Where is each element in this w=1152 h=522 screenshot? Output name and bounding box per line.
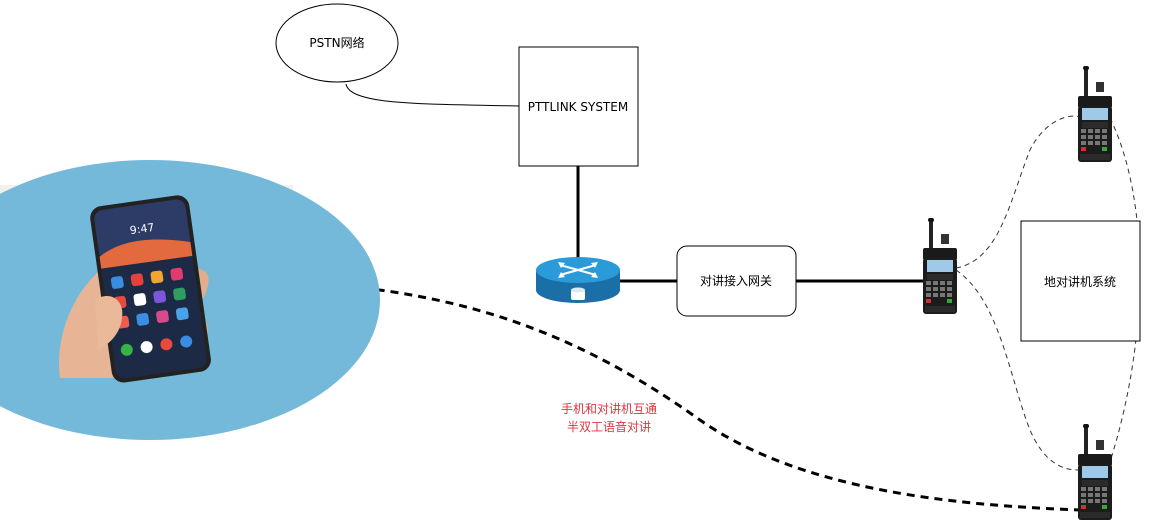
pstn-label: PSTN网络 <box>309 35 364 50</box>
radio-system-label: 地对讲机系统 <box>1044 274 1116 289</box>
caption-line-2: 半双工语音对讲 <box>567 419 651 434</box>
router-icon <box>536 257 620 303</box>
walkie-talkie-icon <box>1078 66 1112 162</box>
pttlink-label: PTTLINK SYSTEM <box>528 100 628 114</box>
pstn-to-pttlink-link <box>345 83 520 107</box>
pttlink-system-node: PTTLINK SYSTEM <box>518 46 639 167</box>
phone-radio-voice-path <box>292 280 1081 512</box>
caption-line-1: 手机和对讲机互通 <box>561 401 657 416</box>
radio-link-bottom <box>955 269 1079 471</box>
smartphone-photo: 9:47 <box>0 160 380 440</box>
radio-link-right <box>1107 117 1141 469</box>
gateway-node: 对讲接入网关 <box>676 245 797 317</box>
pstn-node: PSTN网络 <box>275 3 399 83</box>
gateway-label: 对讲接入网关 <box>700 273 772 288</box>
radio-system-node: 地对讲机系统 <box>1020 220 1141 342</box>
phone-clock: 9:47 <box>129 221 155 237</box>
walkie-talkie-icon <box>923 218 957 314</box>
walkie-talkie-icon <box>1078 424 1112 520</box>
